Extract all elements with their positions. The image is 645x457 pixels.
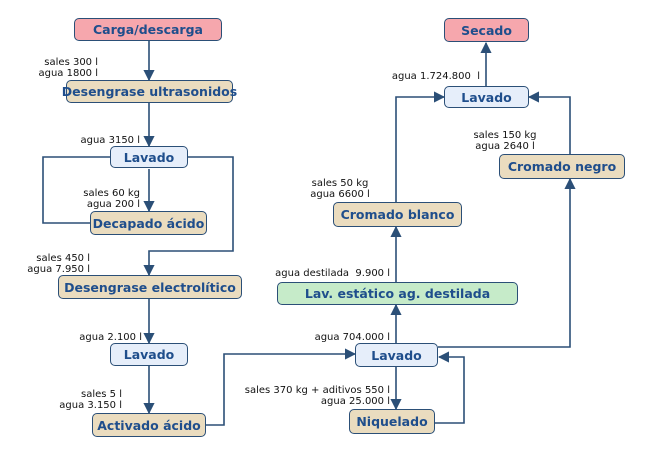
node-activado-acido: Activado ácido (92, 413, 206, 437)
label-activado-sales: sales 5 l (81, 389, 122, 400)
label-blanco-agua: agua 6600 l (310, 189, 370, 200)
node-lavado-3: Lavado (355, 343, 438, 367)
label-ultra-sales: sales 300 l (44, 57, 98, 68)
node-carga-descarga: Carga/descarga (74, 18, 222, 41)
arrow-blanco-to-lavado4 (395, 91, 446, 202)
label-activado-agua: agua 3.150 l (59, 400, 122, 411)
label-negro-sales: sales 150 kg (473, 130, 537, 141)
arrow-lavado3-to-negro (438, 177, 576, 348)
node-cromado-negro: Cromado negro (499, 154, 625, 179)
node-lavado-1: Lavado (110, 146, 188, 168)
node-niquelado: Niquelado (349, 409, 435, 434)
label-lavado2-agua: agua 2.100 l (79, 332, 142, 343)
node-desengrase-ultrasonidos: Desengrase ultrasonidos (62, 80, 237, 103)
label-lavado3-agua: agua 704.000 l (314, 332, 390, 343)
label-lavado1-agua: agua 3150 l (80, 135, 140, 146)
label-niquelado-agua: agua 25.000 l (320, 396, 390, 407)
label-electro-agua: agua 7.950 l (27, 264, 90, 275)
node-lav-estatico-ag-destilada: Lav. estático ag. destilada (277, 282, 518, 305)
arrow-decapado-loop-to-lavado (42, 151, 122, 224)
node-desengrase-electrolitico: Desengrase electrolítico (58, 275, 242, 299)
label-estatico-agua: agua destilada 9.900 l (275, 268, 390, 279)
arrow-activado-to-lavado3 (206, 348, 357, 426)
node-decapado-acido: Decapado ácido (90, 211, 207, 235)
label-ultra-agua: agua 1800 l (38, 68, 98, 79)
label-blanco-sales: sales 50 kg (311, 178, 369, 189)
node-lavado-2: Lavado (110, 343, 188, 366)
arrow-negro-to-lavado4 (527, 91, 571, 154)
node-lavado-4: Lavado (444, 86, 529, 108)
label-decapado-sales: sales 60 kg (83, 188, 140, 199)
arrow-niquelado-loop-to-lavado3 (435, 351, 465, 424)
node-secado: Secado (444, 18, 529, 42)
label-negro-agua: agua 2640 l (475, 141, 535, 152)
label-niquelado-sales: sales 370 kg + aditivos 550 l (244, 385, 390, 396)
node-cromado-blanco: Cromado blanco (333, 202, 462, 227)
label-lavado4-agua: agua 1.724.800 l (391, 71, 480, 82)
arrow-lavado-to-desengrase-electro (143, 156, 234, 277)
label-electro-sales: sales 450 l (36, 253, 90, 264)
label-decapado-agua: agua 200 l (86, 199, 140, 210)
